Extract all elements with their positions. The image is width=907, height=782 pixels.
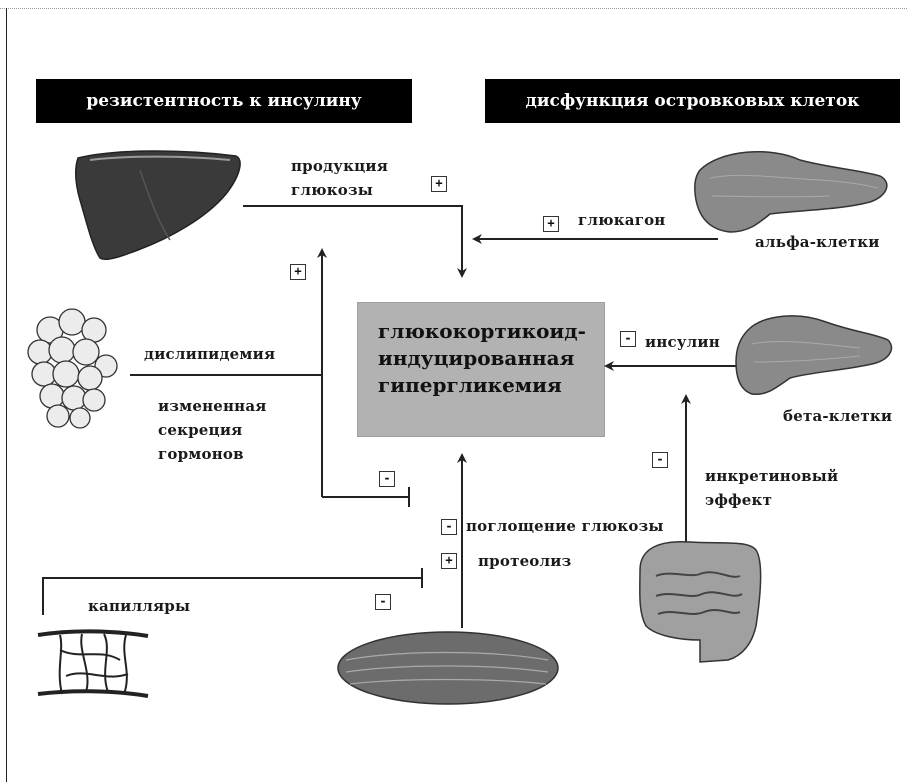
label-incretin-2: эффект: [705, 488, 772, 512]
sign-glucagon: +: [543, 216, 559, 232]
fat-cells-icon: [28, 309, 117, 428]
label-proteolysis: протеолиз: [478, 549, 571, 573]
sign-secretion: -: [379, 471, 395, 487]
label-incretin-1: инкретиновый: [705, 464, 838, 488]
label-alpha-cells: альфа-клетки: [755, 230, 880, 254]
liver-icon: [76, 151, 240, 259]
arrow-glucose-production: [243, 206, 462, 276]
label-altered-secretion-1: измененная: [158, 394, 267, 418]
sign-incretin: -: [652, 452, 668, 468]
sign-glucose-uptake: -: [441, 519, 457, 535]
label-glucose-uptake: поглощение глюкозы: [466, 514, 664, 538]
label-glucagon: глюкагон: [578, 208, 665, 232]
label-capillaries: капилляры: [88, 594, 190, 618]
label-glucose-production-1: продукция: [291, 154, 388, 178]
label-dyslipidemia: дислипидемия: [144, 342, 275, 366]
sign-insulin: -: [620, 331, 636, 347]
inhibit-secretion: [322, 487, 409, 507]
pancreas-beta-icon: [736, 316, 891, 394]
label-beta-cells: бета-клетки: [783, 404, 892, 428]
label-insulin: инсулин: [645, 330, 720, 354]
capillaries-icon: [38, 631, 148, 696]
label-altered-secretion-3: гормонов: [158, 442, 244, 466]
intestine-icon: [640, 542, 761, 662]
label-altered-secretion-2: секреция: [158, 418, 242, 442]
sign-capillaries: -: [375, 594, 391, 610]
label-glucose-production-2: глюкозы: [291, 178, 373, 202]
sign-glucose-production: +: [431, 176, 447, 192]
sign-proteolysis: +: [441, 553, 457, 569]
pancreas-alpha-icon: [695, 152, 887, 232]
sign-adipose: +: [290, 264, 306, 280]
muscle-icon: [338, 632, 558, 704]
